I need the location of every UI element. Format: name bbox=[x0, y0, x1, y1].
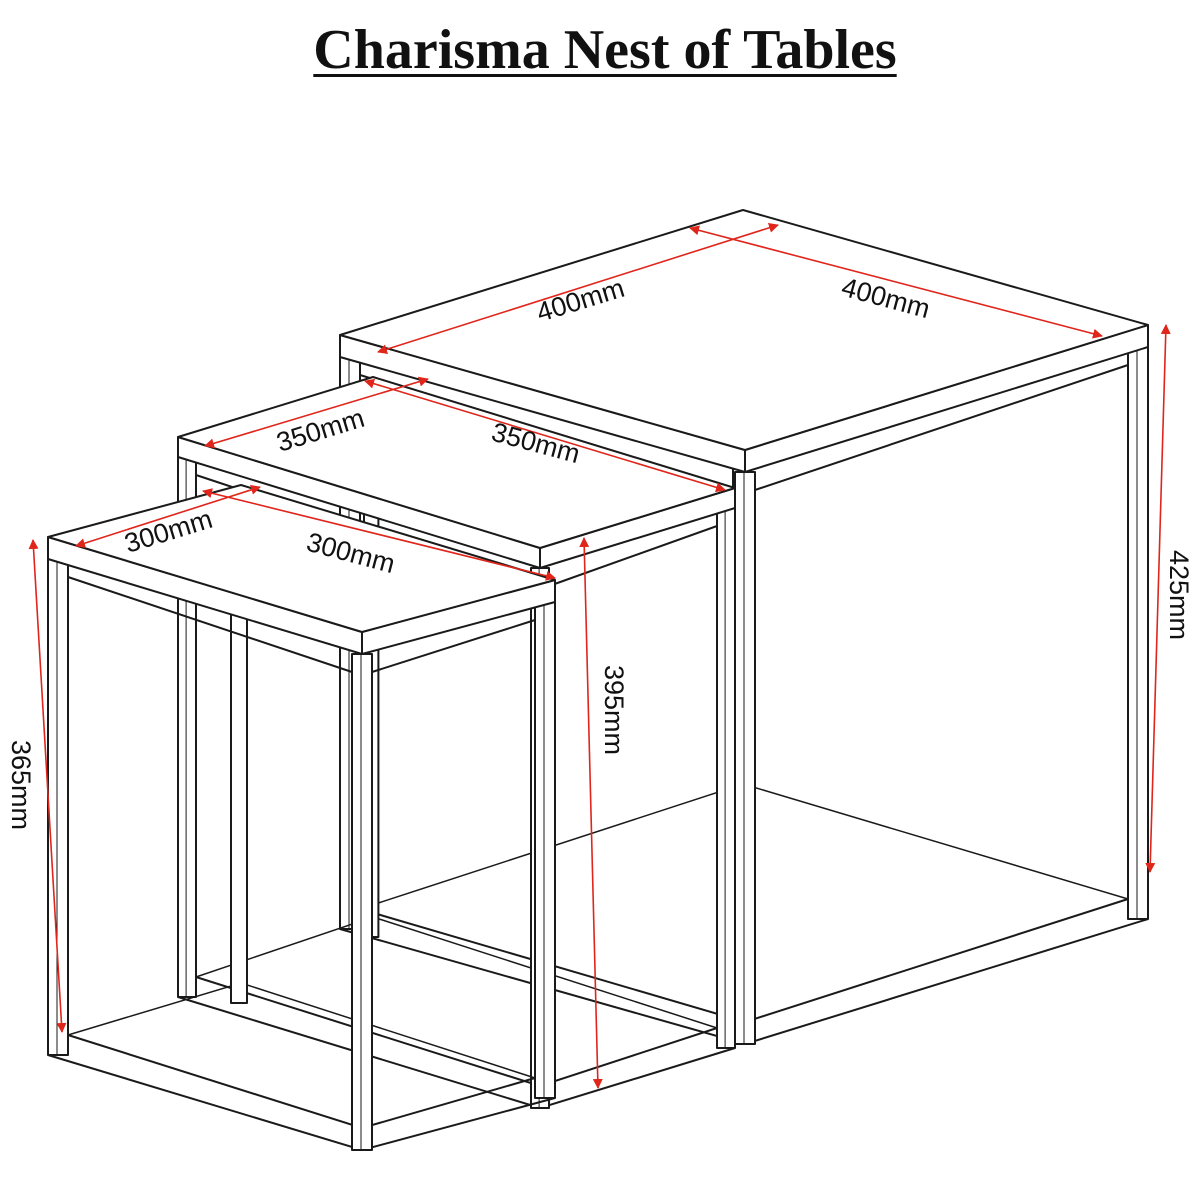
medium-height-label: 395mm bbox=[599, 665, 629, 755]
small-height-arrow bbox=[28, 539, 67, 1033]
title-text: Charisma Nest of Tables bbox=[313, 19, 897, 81]
page-title: Charisma Nest of Tables bbox=[0, 18, 1200, 82]
small-leg-0 bbox=[47, 558, 69, 1056]
medium-table bbox=[177, 376, 736, 1110]
small-leg-1 bbox=[534, 601, 556, 1099]
medium-apron-right bbox=[548, 525, 718, 587]
small-back-frame bbox=[67, 982, 536, 1079]
small-leg-2 bbox=[351, 653, 373, 1151]
small-apron-right bbox=[371, 619, 536, 673]
medium-width-arrow bbox=[364, 378, 726, 493]
large-apron-right bbox=[754, 364, 1129, 491]
large-width-arrow bbox=[689, 225, 1103, 339]
large-height-label: 425mm bbox=[1164, 550, 1194, 640]
small-apron-left bbox=[67, 576, 353, 673]
medium-height-arrow bbox=[579, 537, 603, 1089]
large-leg-1 bbox=[1127, 346, 1149, 920]
small-table bbox=[47, 484, 556, 1152]
small-width-arrow bbox=[202, 488, 556, 581]
medium-leg-1 bbox=[716, 507, 736, 1049]
large-height-arrow bbox=[1145, 324, 1171, 873]
medium-back-frame bbox=[195, 916, 718, 1029]
small-bottom-frame bbox=[47, 1054, 556, 1152]
small-height-label: 365mm bbox=[6, 740, 36, 830]
large-leg-2 bbox=[734, 471, 756, 1045]
